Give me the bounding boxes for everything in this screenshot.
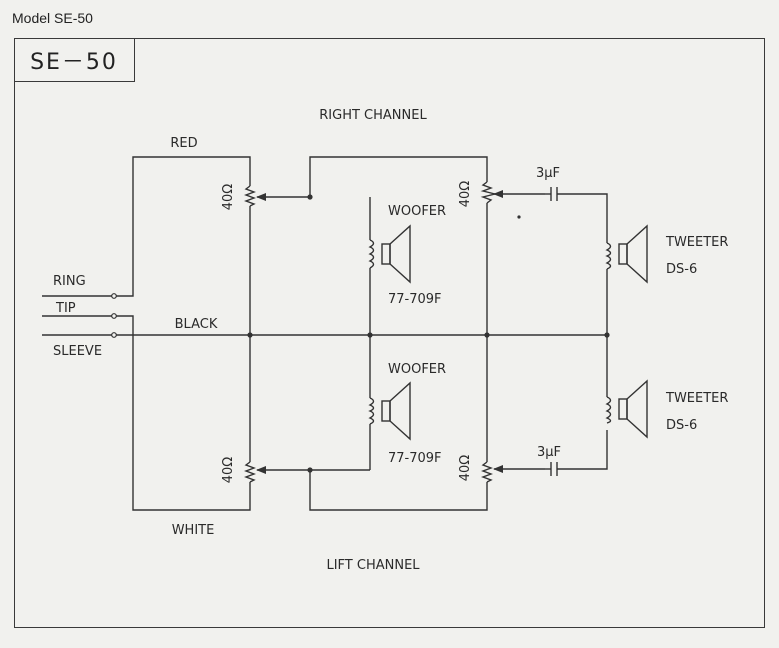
white-wire-label: WHITE [172, 523, 215, 538]
left-channel-title: LIFT CHANNEL [326, 558, 420, 573]
bottom-woofer-label: WOOFER [388, 362, 446, 377]
right-tweeter-attenuator-value: 40Ω [458, 181, 473, 208]
ring-terminal [111, 293, 117, 299]
bottom-woofer-speaker [368, 381, 411, 441]
bottom-tweeter-model: DS-6 [666, 418, 697, 433]
top-woofer-speaker [368, 224, 411, 284]
ring-terminal-label: RING [53, 274, 86, 289]
schematic-frame [14, 38, 765, 628]
right-capacitor: 3μF [536, 166, 608, 243]
top-tweeter-model: DS-6 [666, 262, 697, 277]
top-woofer-model: 77-709F [388, 292, 442, 307]
left-capacitor-value: 3μF [537, 445, 561, 460]
left-capacitor: 3μF [537, 430, 608, 476]
tip-terminal-label: TIP [55, 301, 76, 316]
left-woofer-attenuator: 40Ω [221, 335, 370, 483]
right-channel-title: RIGHT CHANNEL [319, 108, 427, 123]
bottom-woofer-model: 77-709F [388, 451, 442, 466]
left-tweeter-attenuator: 40Ω [309, 335, 545, 511]
top-tweeter-speaker [605, 224, 648, 284]
left-tweeter-attenuator-value: 40Ω [458, 455, 473, 482]
right-capacitor-value: 3μF [536, 166, 560, 181]
sleeve-terminal [111, 332, 117, 338]
right-woofer-attenuator: 40Ω [221, 184, 310, 335]
model-label-box: SE－50 [14, 38, 135, 82]
black-wire-label: BLACK [175, 317, 218, 332]
junction-dots [247, 194, 610, 473]
top-woofer-label: WOOFER [388, 204, 446, 219]
page-title: Model SE-50 [12, 10, 93, 26]
input-leads [42, 156, 607, 511]
tip-terminal [111, 313, 117, 319]
left-woofer-attenuator-value: 40Ω [221, 457, 236, 484]
sleeve-terminal-label: SLEEVE [53, 344, 102, 359]
red-wire-label: RED [170, 136, 197, 151]
bottom-tweeter-label: TWEETER [665, 391, 728, 406]
right-tweeter-attenuator: 40Ω [309, 156, 545, 335]
right-woofer-attenuator-value: 40Ω [221, 184, 236, 211]
bottom-tweeter-speaker [605, 379, 648, 439]
top-tweeter-label: TWEETER [665, 235, 728, 250]
